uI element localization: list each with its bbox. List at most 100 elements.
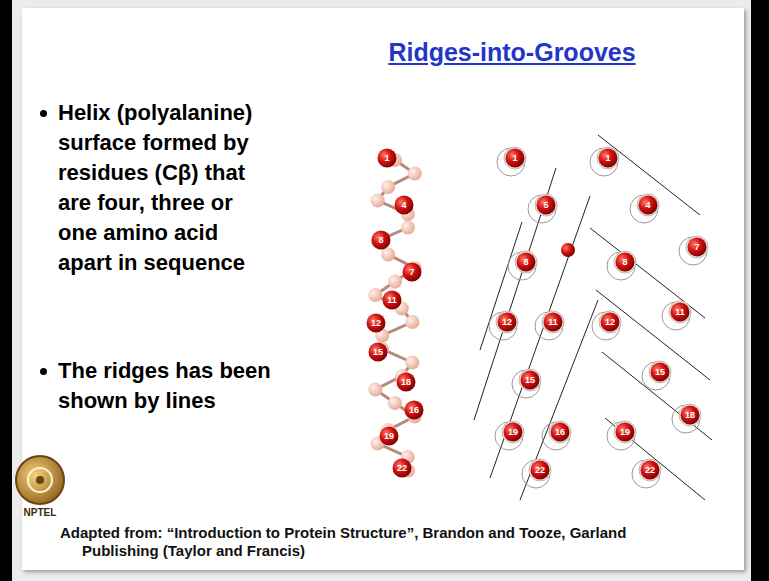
atom-ring	[512, 370, 540, 398]
atom-ring	[662, 302, 690, 330]
residue-ball	[393, 459, 412, 478]
residue-number: 16	[555, 428, 565, 437]
atom-ring	[515, 251, 537, 273]
atom-ring	[649, 361, 671, 383]
residue-ball	[616, 423, 635, 442]
residue-ball	[639, 196, 658, 215]
atom-ring	[597, 147, 619, 169]
residue-number: 4	[401, 201, 406, 210]
backbone-atom	[368, 383, 382, 397]
residue-number: 19	[384, 432, 394, 441]
residue-ball	[651, 363, 670, 382]
atom-ring	[508, 252, 536, 280]
residue-number: 11	[675, 308, 685, 317]
residue-number: 11	[548, 318, 558, 327]
residue-number: 15	[655, 368, 665, 377]
bullet-text: Helix (polyalanine) surface formed by re…	[58, 98, 273, 278]
backbone-atom	[401, 221, 415, 235]
residue-ball	[551, 423, 570, 442]
residue-ball	[380, 427, 399, 446]
residue-number: 1	[512, 154, 517, 163]
surface-rings	[489, 147, 708, 488]
backbone-atom	[408, 167, 422, 181]
residue-number: 8	[378, 236, 383, 245]
atom-ring	[607, 252, 635, 280]
logo-text: NPTEL	[24, 507, 57, 518]
atom-ring	[496, 311, 518, 333]
residue-number: 22	[397, 464, 407, 473]
residue-number: 11	[387, 296, 397, 305]
atom-ring	[542, 422, 570, 450]
residue-ball	[599, 149, 618, 168]
residue-number: 4	[645, 201, 650, 210]
atom-ring	[535, 194, 557, 216]
residue-ball	[405, 401, 424, 420]
atom-ring	[672, 405, 700, 433]
backbone-atom	[371, 194, 385, 208]
atom-ring	[522, 460, 550, 488]
atom-ring	[679, 404, 701, 426]
atom-ring	[495, 422, 523, 450]
residue-ball	[372, 231, 391, 250]
residue-number: 15	[373, 348, 383, 357]
residue-number: 7	[409, 268, 414, 277]
atom-ring	[669, 301, 691, 323]
backbone-atom	[381, 248, 395, 262]
residue-number: 8	[523, 258, 528, 267]
residue-ball	[378, 149, 397, 168]
residue-ball	[367, 314, 386, 333]
bullet-dot	[40, 110, 47, 117]
residue-number: 12	[371, 319, 381, 328]
residue-ball	[601, 313, 620, 332]
residue-ball	[395, 196, 414, 215]
atom-ring	[592, 312, 620, 340]
backbone-atom	[405, 315, 419, 329]
residue-number: 22	[645, 466, 655, 475]
atom-ring	[590, 148, 618, 176]
atom-ring	[637, 194, 659, 216]
atom-ring	[630, 195, 658, 223]
atom-ring	[535, 312, 563, 340]
residue-ball	[521, 371, 540, 390]
residue-number: 5	[543, 201, 548, 210]
atom-ring	[497, 148, 525, 176]
atom-ring	[502, 421, 524, 443]
bullet-text: The ridges has been shown by lines	[58, 356, 273, 416]
slide-title: Ridges-into-Grooves	[388, 38, 635, 67]
residue-number: 18	[685, 411, 695, 420]
atom-ring	[642, 362, 670, 390]
atom-ring	[489, 312, 517, 340]
atom-ring	[519, 369, 541, 391]
residue-ball	[688, 238, 707, 257]
residue-ball	[498, 313, 517, 332]
backbone-atom	[388, 396, 402, 410]
residue-number: 12	[502, 318, 512, 327]
residue-ball	[561, 243, 575, 257]
nptel-emblem	[16, 456, 64, 504]
residue-number: 7	[694, 243, 699, 252]
residue-number: 15	[525, 376, 535, 385]
backbone-atom	[381, 180, 395, 194]
residue-number: 19	[620, 428, 630, 437]
residue-ball	[504, 423, 523, 442]
residue-number: 19	[508, 428, 518, 437]
backbone-atom	[388, 275, 402, 289]
residue-ball	[671, 303, 690, 322]
backbone-atom	[368, 288, 382, 302]
residue-ball	[383, 291, 402, 310]
residue-ball	[531, 461, 550, 480]
ridge-lines	[474, 135, 712, 500]
residue-ball	[681, 406, 700, 425]
residue-ball	[616, 253, 635, 272]
atom-ring	[504, 147, 526, 169]
residue-ball	[369, 343, 388, 362]
atom-ring	[599, 311, 621, 333]
residue-number: 1	[605, 154, 610, 163]
atom-ring	[639, 459, 661, 481]
atom-ring	[607, 422, 635, 450]
residue-ball	[544, 313, 563, 332]
source-note: Adapted from: “Introduction to Protein S…	[60, 524, 682, 560]
atom-ring	[549, 421, 571, 443]
residue-ball	[506, 149, 525, 168]
